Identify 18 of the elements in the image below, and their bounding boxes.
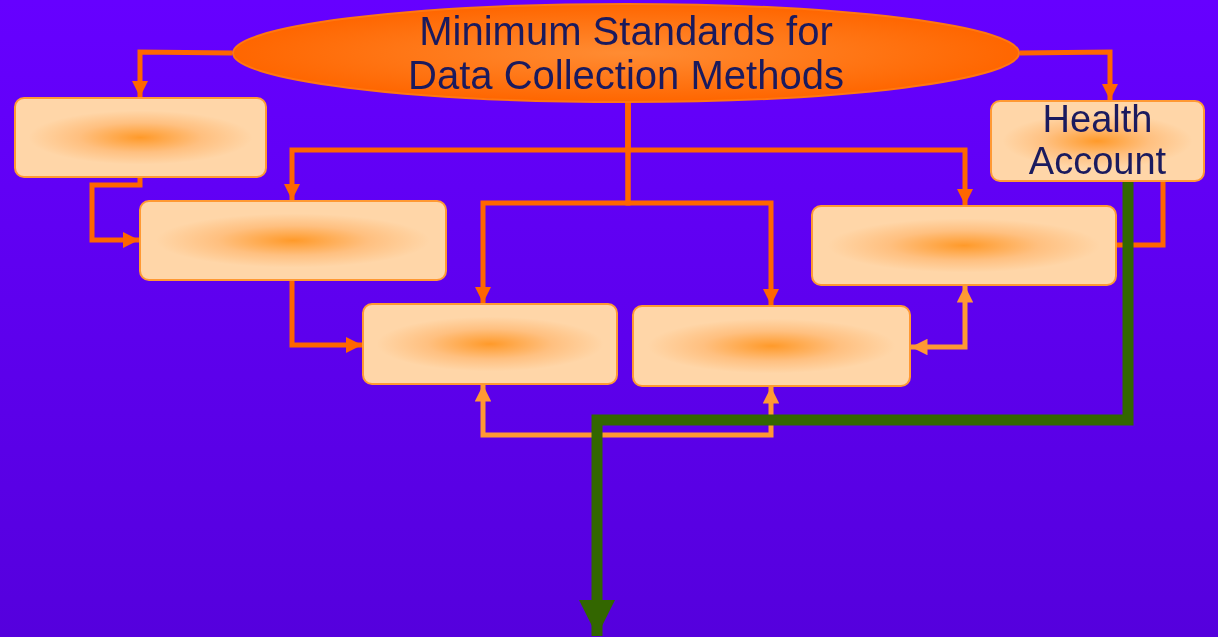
process-box [632, 305, 911, 387]
process-box [14, 97, 267, 178]
arrow [289, 281, 362, 354]
arrow [911, 286, 974, 356]
arrow [578, 182, 1134, 636]
arrow [474, 385, 780, 438]
process-box [139, 200, 447, 281]
connector-line [1117, 182, 1166, 248]
title-text: Minimum Standards for Data Collection Methods [407, 9, 845, 97]
arrow [89, 178, 143, 249]
arrow [1019, 49, 1119, 100]
process-box [990, 100, 1205, 182]
process-box [362, 303, 618, 385]
node-label: Health Account [1027, 99, 1168, 183]
title-ellipse [232, 3, 1020, 103]
arrow [131, 49, 233, 97]
arrow [625, 103, 780, 305]
process-box [811, 205, 1117, 286]
